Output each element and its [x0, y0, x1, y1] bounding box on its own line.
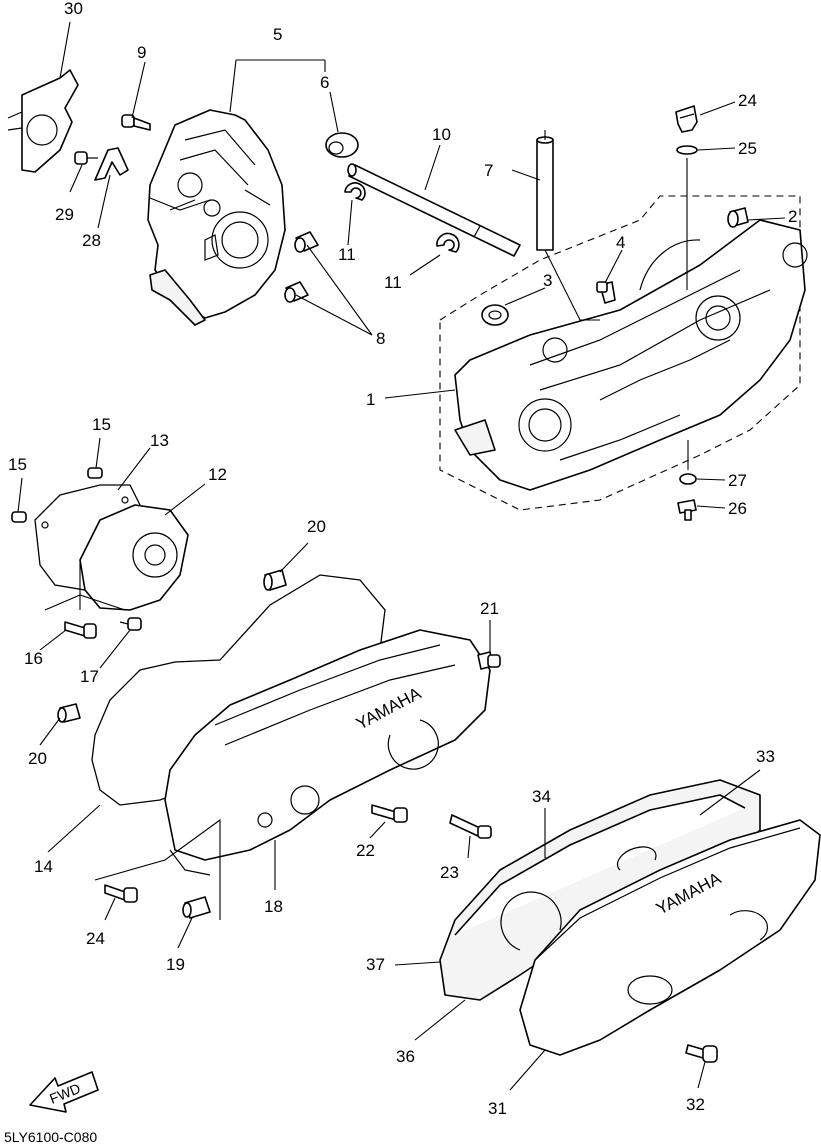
crankcase-cover-18: YAMAHA [164, 629, 491, 876]
dowel-15b [11, 511, 27, 523]
callout-26: 25 [738, 139, 757, 158]
crankcase-left-5 [147, 109, 286, 326]
callout-6: 6 [320, 73, 329, 92]
bearing-cover-12 [79, 504, 189, 611]
dowel-pin-8b [284, 281, 309, 303]
callout-37: 37 [366, 955, 385, 974]
dowel-15a [87, 467, 103, 479]
forward-direction-arrow: FWD [29, 1071, 99, 1113]
drawing-code: 5LY6100-C080 [4, 1129, 97, 1145]
callout-29: 28 [82, 231, 101, 250]
callout-1: 1 [366, 390, 375, 409]
callout-18: 18 [264, 897, 283, 916]
callout-11b: 11 [384, 273, 402, 292]
dowel-pin-8a [294, 231, 319, 253]
callout-22: 22 [356, 841, 375, 860]
o-ring-26 [676, 145, 698, 155]
callout-2: 2 [788, 207, 797, 226]
crankcase-right-1 [439, 195, 808, 511]
callout-13: 13 [150, 431, 169, 450]
callout-17: 17 [80, 667, 99, 686]
callout-32: 31 [488, 1099, 507, 1118]
bolt-4 [596, 281, 616, 304]
callout-25: 24 [738, 91, 757, 110]
callout-21: 21 [480, 599, 499, 618]
callout-33: 32 [686, 1095, 705, 1114]
callout-28: 27 [728, 471, 747, 490]
screw-33 [685, 1044, 718, 1063]
collar-2 [727, 207, 749, 228]
callout-7: 7 [484, 161, 493, 180]
callout-15a: 15 [92, 415, 111, 434]
bolt-23 [104, 884, 138, 903]
bolt-27 [677, 499, 697, 521]
clamp-29 [94, 147, 129, 181]
callout-36: 36 [396, 1047, 415, 1066]
callout-19: 19 [166, 955, 185, 974]
callout-3: 3 [543, 271, 552, 290]
callout-30: 29 [55, 205, 74, 224]
callout-20a: 20 [307, 517, 326, 536]
callout-9: 9 [137, 43, 146, 62]
bolt-24 [449, 814, 492, 839]
outer-cover-32: YAMAHA [519, 819, 821, 1056]
bolt-22 [371, 804, 408, 823]
callout-5: 5 [273, 25, 282, 44]
callout-20b: 20 [28, 749, 47, 768]
circlip-11a [344, 182, 366, 201]
callout-31: 30 [64, 0, 83, 18]
shaft-10 [347, 163, 521, 257]
bolt-17 [119, 617, 142, 631]
dowel-20a [263, 569, 287, 591]
bolt-9 [121, 114, 151, 131]
dowel-20b [57, 703, 81, 723]
callout-24: 23 [440, 863, 459, 882]
callout-10: 10 [432, 125, 451, 144]
drain-plug-25 [675, 105, 698, 133]
bearing-6 [325, 132, 359, 158]
circlip-11b [436, 232, 460, 253]
leader-lines [17, 21, 786, 1091]
cover-plate-31 [7, 69, 79, 173]
oil-seal-3 [481, 304, 509, 326]
bolt-30 [74, 151, 98, 165]
callout-14: 14 [34, 857, 53, 876]
callout-4: 4 [616, 233, 625, 252]
callout-27: 26 [728, 499, 747, 518]
pipe-7 [536, 136, 554, 251]
callout-23: 24 [86, 929, 105, 948]
callout-16: 16 [24, 649, 43, 668]
callout-8: 8 [376, 329, 385, 348]
callout-labels: 30 9 5 6 10 7 24 25 2 29 28 11 11 4 3 8 … [8, 0, 797, 1118]
dowel-19 [182, 896, 211, 919]
cover-inner-36 [439, 779, 761, 1001]
callout-15b: 15 [8, 455, 27, 474]
callout-34: 33 [756, 747, 775, 766]
bolt-21 [477, 651, 501, 670]
bolt-16 [64, 621, 97, 639]
callout-12: 12 [208, 465, 227, 484]
callout-35: 34 [532, 787, 551, 806]
washer-28 [679, 473, 697, 485]
callout-11a: 11 [338, 245, 356, 264]
